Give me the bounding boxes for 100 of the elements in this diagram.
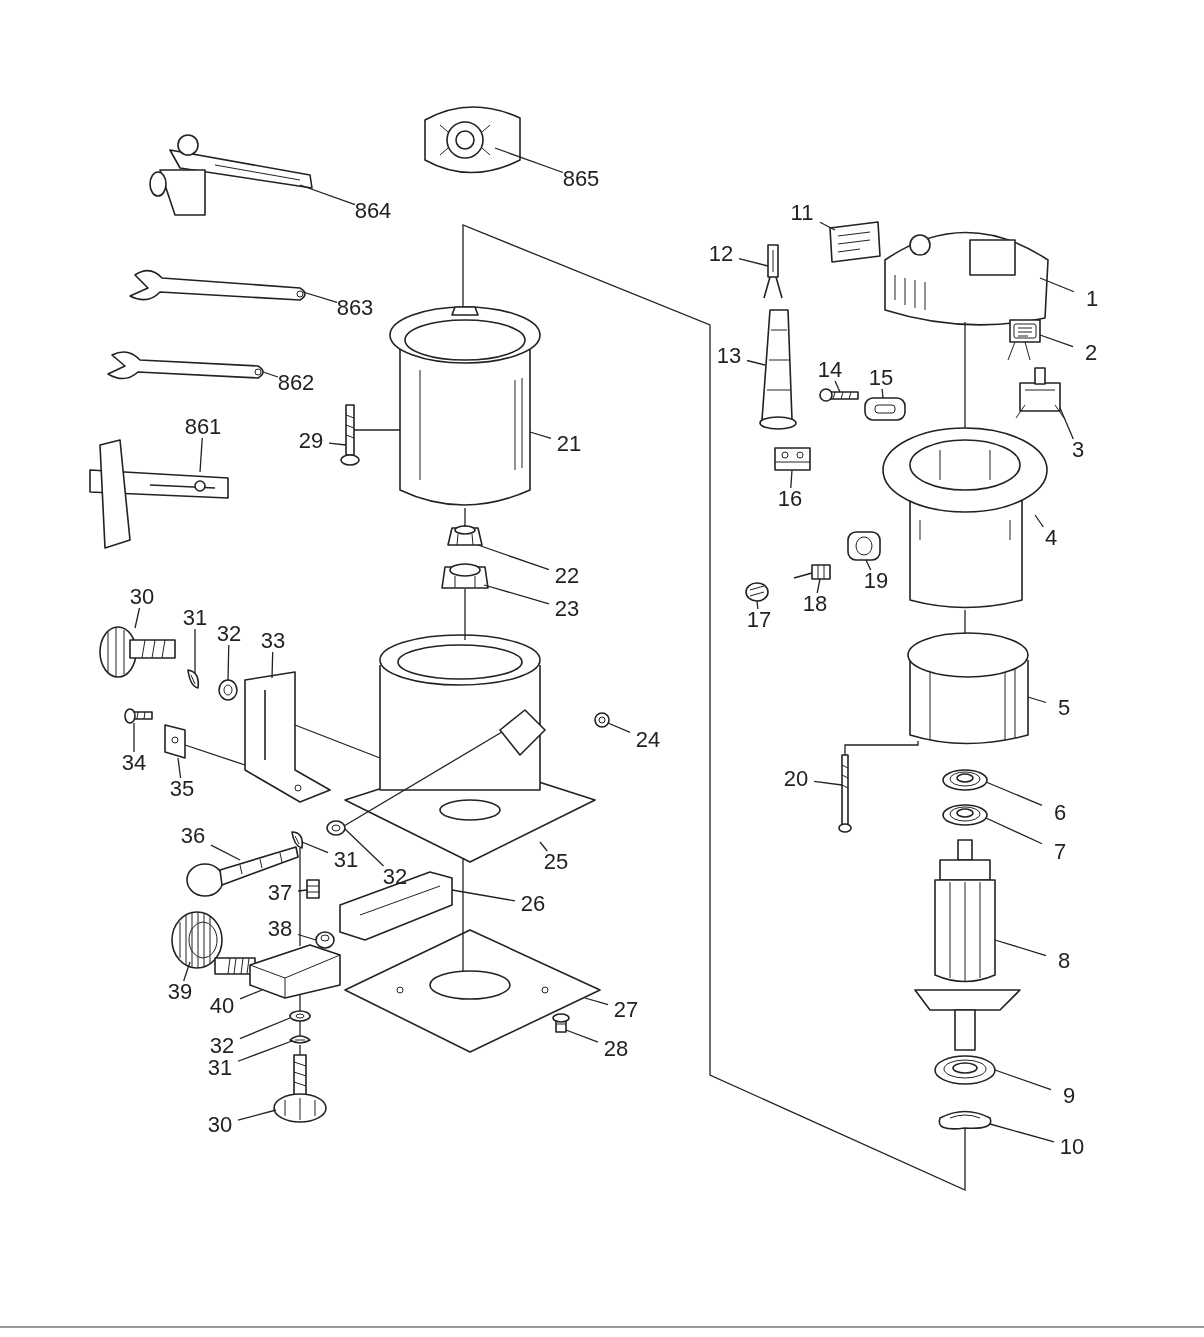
leader-line — [1027, 696, 1047, 704]
leader-line — [989, 1123, 1055, 1143]
callout-number: 863 — [333, 295, 377, 321]
leader-line — [302, 291, 338, 304]
callout-number: 19 — [854, 568, 898, 594]
callout-number: 40 — [200, 993, 244, 1019]
callout-number: 36 — [171, 823, 215, 849]
leader-line — [237, 1109, 277, 1121]
leader-line — [881, 388, 884, 399]
clip-drawing — [187, 669, 200, 689]
assembly-line — [299, 1020, 301, 1037]
callout-number: 8 — [1042, 948, 1086, 974]
callout-number: 2 — [1069, 340, 1113, 366]
leader-line — [816, 578, 821, 594]
callout-number: 16 — [768, 486, 812, 512]
callout-number: 6 — [1038, 800, 1082, 826]
leader-line — [271, 651, 274, 679]
callout-number: 23 — [545, 596, 589, 622]
bearing-drawing — [942, 804, 988, 826]
leader-line — [565, 1029, 599, 1043]
leader-line — [865, 559, 872, 571]
callout-number: 24 — [626, 727, 670, 753]
callout-number: 862 — [274, 370, 318, 396]
leader-line — [1039, 334, 1074, 348]
washer-drawing — [326, 820, 346, 836]
callout-number: 31 — [324, 847, 368, 873]
sleeve-drawing — [315, 931, 335, 949]
leader-line — [344, 828, 385, 867]
callout-number: 15 — [859, 365, 903, 391]
edge-guide-drawing — [149, 134, 313, 216]
callout-number: 34 — [112, 750, 156, 776]
leader-line — [483, 584, 550, 605]
assembly-line — [343, 731, 503, 827]
leader-line — [607, 722, 631, 733]
callout-number: 17 — [737, 607, 781, 633]
callout-number: 12 — [699, 241, 743, 267]
leader-line — [262, 371, 279, 378]
callout-number: 10 — [1050, 1134, 1094, 1160]
angle-bracket-drawing — [244, 671, 331, 803]
carbon-brush-drawing — [793, 564, 831, 580]
screw-drawing — [124, 708, 153, 724]
leader-line — [790, 469, 793, 489]
hex-nut-drawing — [441, 563, 489, 589]
clamp-plate-drawing — [164, 724, 186, 759]
assembly-line — [462, 858, 464, 972]
assembly-line — [184, 744, 246, 766]
callout-number: 35 — [160, 776, 204, 802]
callout-number: 30 — [198, 1112, 242, 1138]
assembly-line — [464, 507, 466, 528]
leader-line — [194, 628, 196, 674]
leader-line — [584, 997, 609, 1006]
leader-line — [134, 607, 141, 629]
assembly-line — [462, 224, 966, 1191]
leader-line — [239, 989, 263, 1000]
clip-drawing — [289, 1035, 311, 1044]
nut-drawing — [447, 525, 483, 546]
callout-number: 30 — [120, 584, 164, 610]
callout-number: 864 — [351, 198, 395, 224]
callout-number: 25 — [534, 849, 578, 875]
screw-drawing — [838, 754, 852, 833]
capacitor-drawing — [1007, 319, 1041, 361]
leader-line — [738, 257, 769, 267]
brush-holder-drawing — [847, 531, 881, 561]
callout-number: 3 — [1056, 437, 1100, 463]
leader-line — [985, 817, 1043, 845]
leader-line — [1039, 277, 1075, 293]
callout-number: 27 — [604, 997, 648, 1023]
assembly-line — [464, 588, 466, 641]
callout-number: 861 — [181, 414, 225, 440]
wave-washer-drawing — [938, 1110, 992, 1130]
assembly-line — [964, 321, 966, 429]
motor-cap-drawing — [884, 231, 1049, 326]
screw-drawing — [306, 879, 320, 899]
leader-line — [985, 781, 1043, 807]
leader-line — [994, 939, 1047, 957]
assembly-line — [299, 993, 301, 1012]
leader-line — [301, 841, 329, 854]
wrench-drawing — [107, 351, 264, 380]
callout-number: 38 — [258, 916, 302, 942]
screw-drawing — [819, 388, 859, 402]
washer-drawing — [289, 1010, 311, 1022]
bearing-drawing — [942, 769, 988, 791]
callout-number: 5 — [1042, 695, 1086, 721]
leader-line — [1059, 407, 1074, 440]
leader-line — [994, 1069, 1052, 1091]
callout-number: 37 — [258, 880, 302, 906]
knob-drawing — [273, 1054, 327, 1123]
callout-number: 20 — [774, 766, 818, 792]
collet-disc-drawing — [424, 106, 521, 174]
leader-line — [199, 437, 203, 473]
cable-clamp-drawing — [864, 397, 906, 421]
knob-drawing — [171, 911, 256, 975]
callout-number: 14 — [808, 357, 852, 383]
callout-number: 32 — [373, 864, 417, 890]
switch-drawing — [1015, 367, 1065, 419]
brush-cap-drawing — [745, 582, 769, 602]
callout-number: 11 — [780, 200, 824, 226]
callout-number: 33 — [251, 628, 295, 654]
guide-bracket-drawing — [89, 439, 229, 549]
assembly-line — [299, 1044, 301, 1056]
